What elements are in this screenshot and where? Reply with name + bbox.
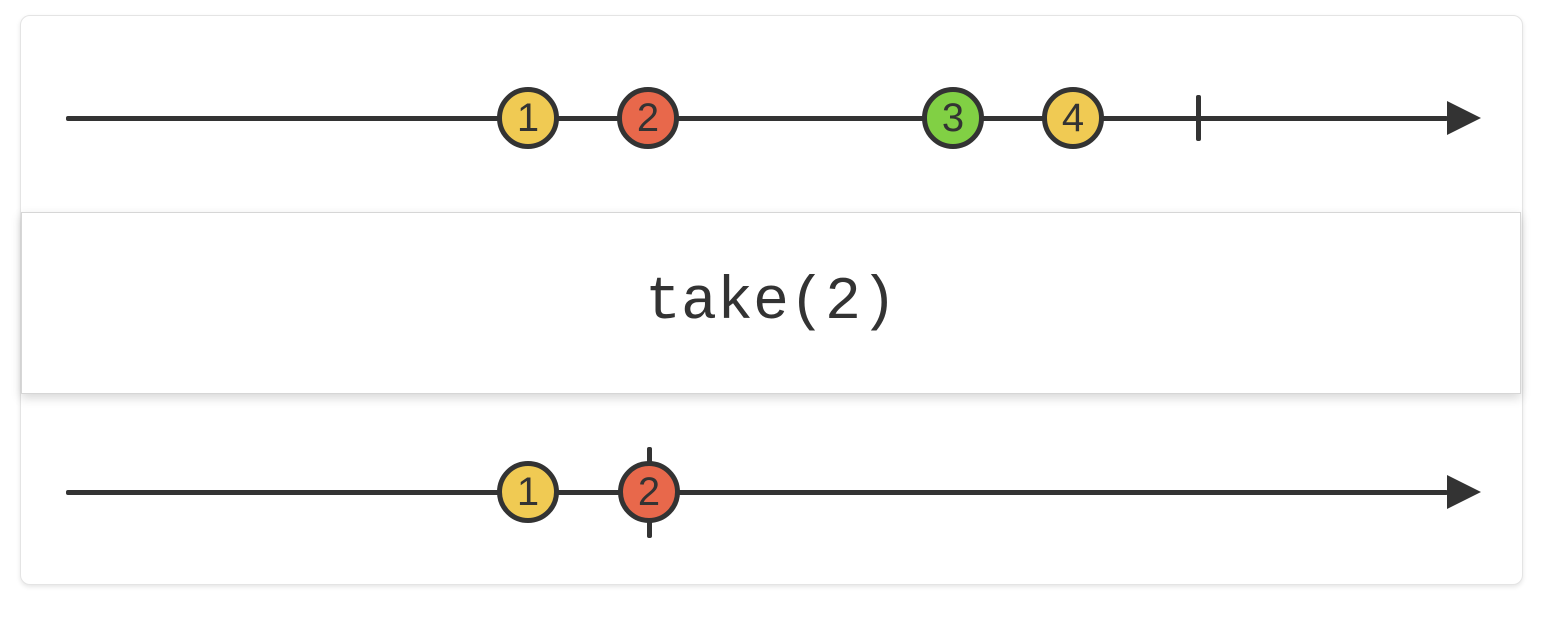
marble: 2 xyxy=(618,461,680,523)
operator-label: take(2) xyxy=(644,269,898,337)
output-timeline-line xyxy=(66,489,1448,495)
marble: 1 xyxy=(497,461,559,523)
marble[interactable]: 3 xyxy=(922,87,984,149)
complete-tick[interactable] xyxy=(1195,95,1201,141)
input-timeline-arrow-icon xyxy=(1447,101,1481,135)
marble[interactable]: 4 xyxy=(1042,87,1104,149)
operator-box: take(2) xyxy=(21,212,1521,394)
marble[interactable]: 1 xyxy=(497,87,559,149)
input-timeline-line xyxy=(66,115,1448,121)
marble[interactable]: 2 xyxy=(617,87,679,149)
output-timeline-arrow-icon xyxy=(1447,475,1481,509)
